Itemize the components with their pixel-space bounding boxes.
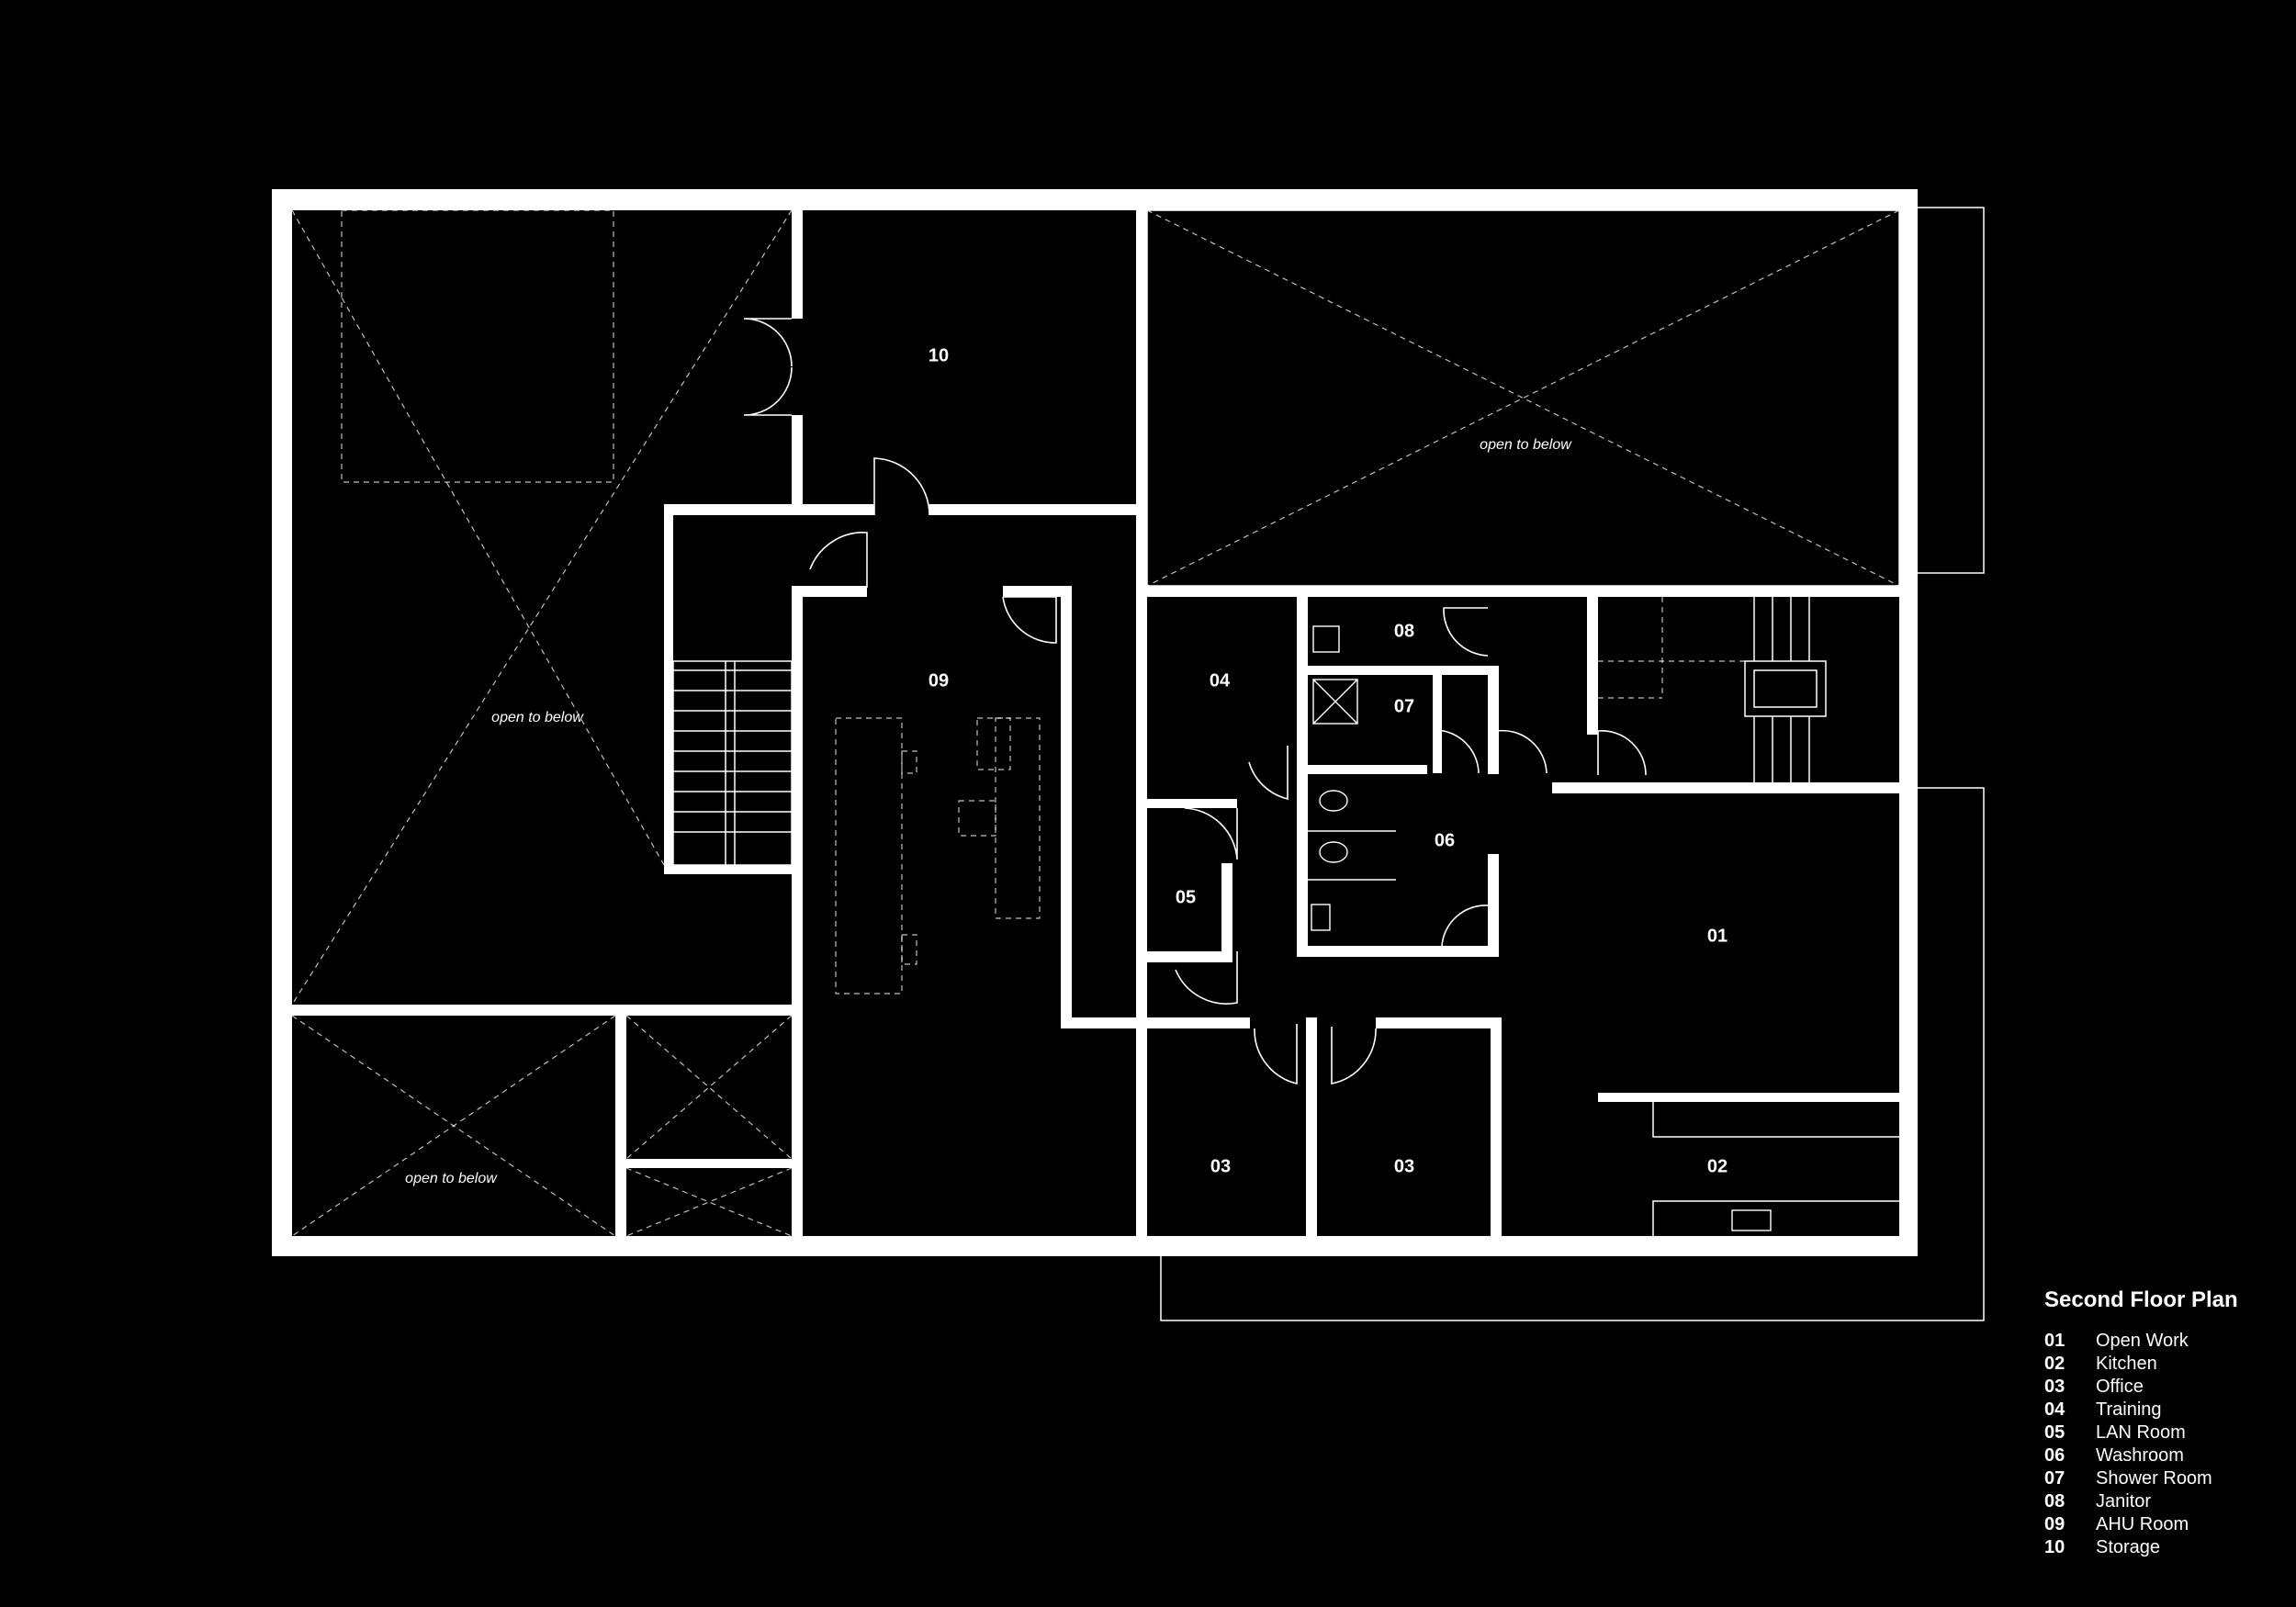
legend-row: 07 Shower Room bbox=[2044, 1467, 2238, 1490]
open-to-below-note-left: open to below bbox=[491, 710, 584, 725]
stair-left bbox=[672, 660, 793, 866]
room-label-05: 05 bbox=[1176, 887, 1196, 907]
room-label-04: 04 bbox=[1210, 670, 1231, 691]
washroom-fixtures bbox=[1308, 625, 1772, 1231]
legend-row: 09 AHU Room bbox=[2044, 1513, 2238, 1536]
open-to-below-markings bbox=[291, 209, 1900, 1237]
legend-room-name: Office bbox=[2096, 1377, 2144, 1397]
legend-room-name: Janitor bbox=[2096, 1491, 2152, 1511]
legend-number: 03 bbox=[2044, 1377, 2065, 1397]
room-label-07: 07 bbox=[1394, 696, 1414, 716]
room-label-09: 09 bbox=[929, 670, 949, 691]
legend-row: 10 Storage bbox=[2044, 1536, 2238, 1559]
legend-number: 05 bbox=[2044, 1422, 2065, 1443]
kitchen-counters bbox=[1652, 1102, 1899, 1236]
legend-row: 02 Kitchen bbox=[2044, 1353, 2238, 1376]
legend: Second Floor Plan 01 Open Work 02 Kitche… bbox=[2044, 1287, 2238, 1559]
legend-row: 05 LAN Room bbox=[2044, 1422, 2238, 1444]
interior-walls bbox=[292, 210, 1918, 1238]
legend-number: 08 bbox=[2044, 1491, 2065, 1511]
doors bbox=[743, 318, 1647, 1085]
legend-room-name: Shower Room bbox=[2096, 1468, 2212, 1489]
legend-number: 01 bbox=[2044, 1331, 2065, 1351]
legend-room-name: AHU Room bbox=[2096, 1514, 2189, 1534]
legend-number: 06 bbox=[2044, 1445, 2065, 1466]
room-label-03-b: 03 bbox=[1394, 1156, 1414, 1176]
legend-row: 01 Open Work bbox=[2044, 1330, 2238, 1353]
ahu-equipment bbox=[835, 717, 1041, 995]
legend-title: Second Floor Plan bbox=[2044, 1287, 2238, 1312]
legend-number: 07 bbox=[2044, 1468, 2065, 1489]
exterior-walls bbox=[272, 189, 1918, 1256]
legend-row: 03 Office bbox=[2044, 1376, 2238, 1399]
legend-number: 10 bbox=[2044, 1537, 2065, 1557]
room-label-10: 10 bbox=[929, 345, 949, 365]
legend-row: 08 Janitor bbox=[2044, 1490, 2238, 1513]
legend-room-name: LAN Room bbox=[2096, 1422, 2186, 1443]
room-label-01: 01 bbox=[1707, 926, 1728, 946]
legend-number: 04 bbox=[2044, 1399, 2065, 1420]
balcony-outlines bbox=[1160, 207, 1985, 1321]
legend-room-name: Washroom bbox=[2096, 1445, 2184, 1466]
open-to-below-note-top-right: open to below bbox=[1480, 437, 1572, 453]
legend-room-name: Kitchen bbox=[2096, 1354, 2157, 1374]
legend-row: 06 Washroom bbox=[2044, 1444, 2238, 1467]
legend-room-name: Storage bbox=[2096, 1537, 2161, 1557]
legend-number: 02 bbox=[2044, 1354, 2065, 1374]
legend-room-name: Open Work bbox=[2096, 1331, 2189, 1351]
room-label-02: 02 bbox=[1707, 1156, 1728, 1176]
legend-number: 09 bbox=[2044, 1514, 2065, 1534]
stair-right bbox=[1598, 597, 1827, 782]
legend-room-name: Training bbox=[2096, 1399, 2162, 1420]
room-label-03-a: 03 bbox=[1210, 1156, 1231, 1176]
open-to-below-note-bottom-left: open to below bbox=[405, 1171, 498, 1186]
room-label-06: 06 bbox=[1435, 830, 1455, 850]
windows bbox=[1187, 651, 1915, 1253]
room-label-08: 08 bbox=[1394, 621, 1414, 641]
legend-row: 04 Training bbox=[2044, 1399, 2238, 1422]
